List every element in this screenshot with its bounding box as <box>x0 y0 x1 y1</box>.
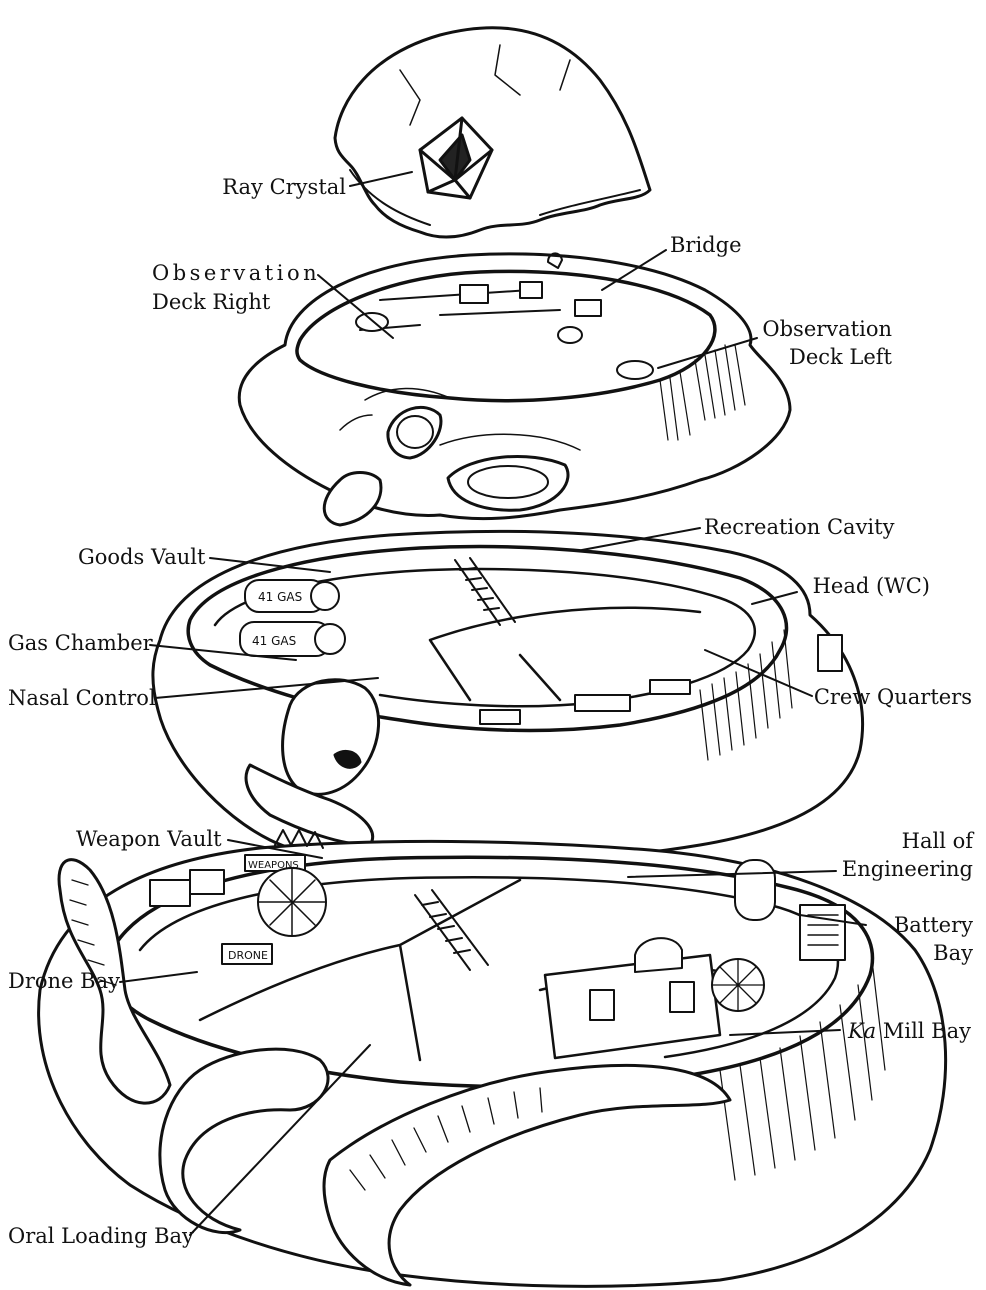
upper-deck <box>239 253 790 525</box>
label-drone-bay: Drone Bay <box>8 969 120 994</box>
label-oral-loading-bay: Oral Loading Bay <box>8 1224 194 1249</box>
label-ka-mill-bay-rest: Mill Bay <box>876 1019 971 1043</box>
label-crew-quarters: Crew Quarters <box>814 685 972 710</box>
label-head-wc: Head (WC) <box>813 574 930 599</box>
label-nasal-control: Nasal Control <box>8 686 156 711</box>
label-observation-left-line2: Deck Left <box>789 345 892 370</box>
label-weapon-vault: Weapon Vault <box>76 827 222 852</box>
label-hall-of-engineering-line1: Hall of <box>902 829 973 854</box>
drone-sign: DRONE <box>228 949 268 962</box>
label-goods-vault: Goods Vault <box>78 545 205 570</box>
middle-deck: 41 GAS 41 GAS <box>153 531 863 860</box>
label-ka-mill-bay: Ka Mill Bay <box>848 1019 971 1044</box>
gas-tank-1-label: 41 GAS <box>258 590 302 604</box>
label-observation-right-line2: Deck Right <box>152 290 270 315</box>
label-gas-chamber: Gas Chamber <box>8 631 153 656</box>
label-battery-bay-line1: Battery <box>894 913 973 938</box>
label-ka-mill-bay-ka: Ka <box>848 1019 876 1043</box>
label-hall-of-engineering-line2: Engineering <box>842 857 973 882</box>
gas-tank-2-label: 41 GAS <box>252 634 296 648</box>
crown-shell <box>335 28 650 237</box>
label-recreation-cavity: Recreation Cavity <box>704 515 894 540</box>
label-observation-right-line1: Observation <box>152 261 320 286</box>
label-observation-left-line1: Observation <box>762 317 892 342</box>
lower-deck: WEAPONS DRONE <box>39 830 946 1286</box>
label-bridge: Bridge <box>670 233 742 258</box>
label-ray-crystal: Ray Crystal <box>222 175 346 200</box>
label-battery-bay-line2: Bay <box>933 941 973 966</box>
